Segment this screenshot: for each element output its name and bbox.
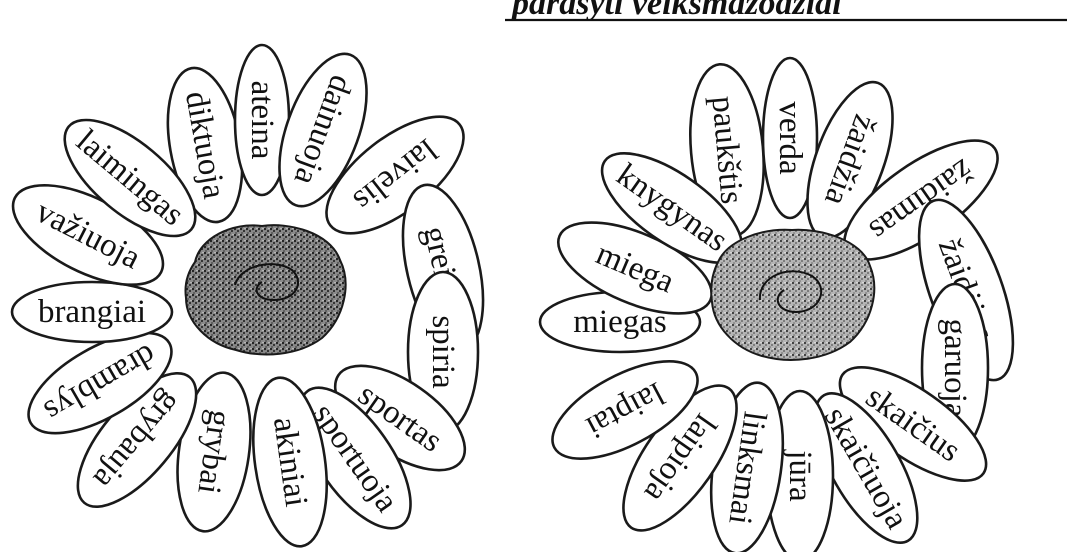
worksheet-header: parašyti veiksmažodžiai [505, 0, 1067, 22]
petal-word: verda [772, 101, 808, 175]
right-flower-center [711, 230, 874, 360]
flower-right: paukštisverdažaidžiažaidimasžaidėjasgaru… [538, 58, 1032, 552]
left-flower-center [185, 225, 345, 354]
left-petal-13: brangiai [12, 282, 172, 342]
header-text: parašyti veiksmažodžiai [509, 0, 842, 22]
petal-word: ateina [244, 81, 280, 160]
petal-word: spiria [425, 315, 461, 389]
petal-word: brangiai [38, 294, 146, 330]
petal-word: jūra [782, 449, 818, 502]
